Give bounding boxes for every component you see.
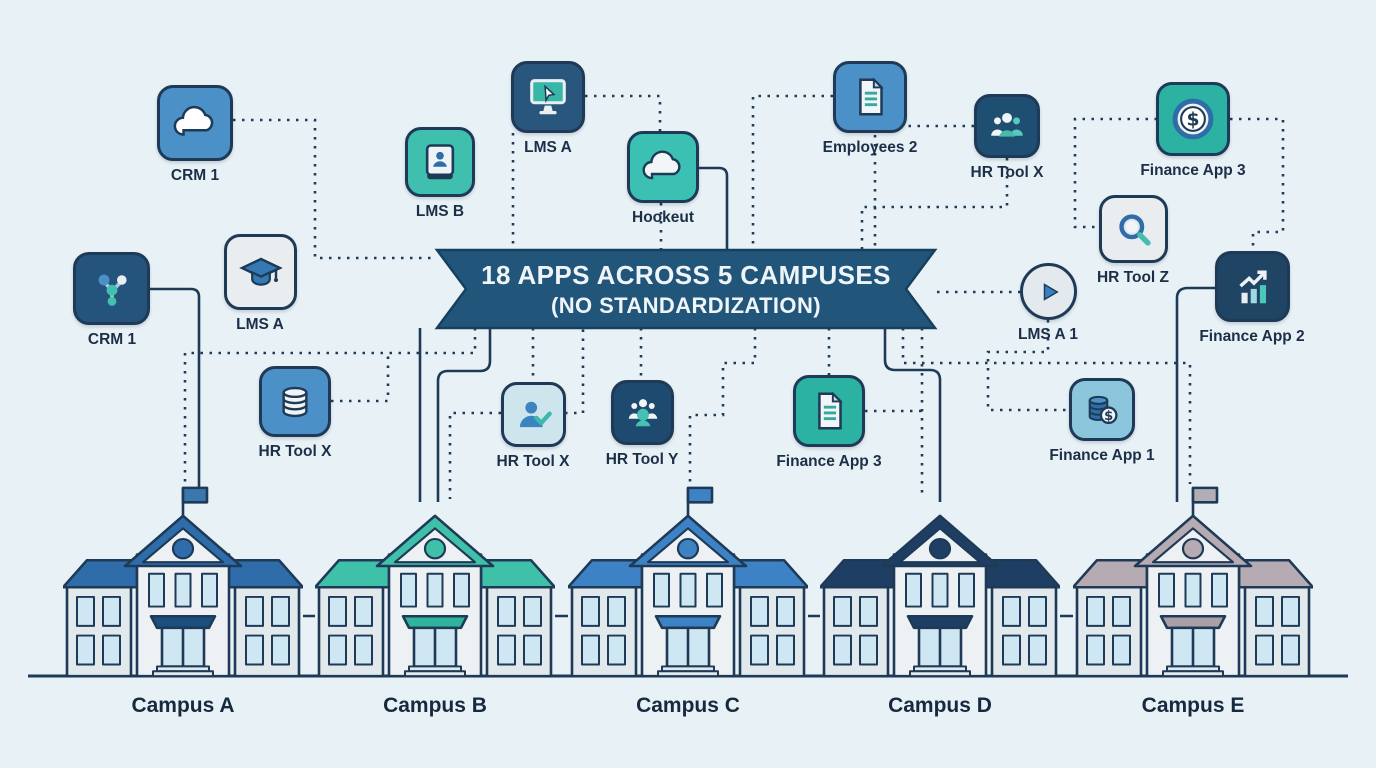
app-lms-b: LMS B — [405, 127, 475, 220]
app-label: HR Tool X — [258, 443, 332, 460]
app-label: HR Tool Z — [1096, 269, 1170, 286]
database-icon — [282, 386, 308, 417]
svg-text:$: $ — [1104, 408, 1113, 423]
campus-d-label: Campus D — [888, 694, 992, 717]
app-label: Finance App 1 — [1049, 447, 1155, 464]
campus-d-building — [820, 514, 1060, 678]
campus-e-label: Campus E — [1141, 694, 1245, 717]
app-crm-1-cloud: CRM 1 — [157, 85, 233, 184]
banner-subtitle: (NO STANDARDIZATION) — [551, 292, 821, 318]
app-lms-a-cap: LMS A — [224, 234, 297, 333]
app-label: LMS B — [415, 203, 465, 220]
monitor-cursor-icon — [530, 79, 566, 115]
app-label: Finance App 3 — [1140, 162, 1246, 179]
cloud-icon — [173, 105, 214, 136]
app-crm-1-network: CRM 1 — [73, 252, 150, 348]
svg-text:$: $ — [1186, 110, 1199, 131]
app-label: CRM 1 — [170, 167, 220, 184]
bars-arrow-icon — [1238, 270, 1267, 303]
app-employees-2: Employees 2 — [823, 61, 917, 156]
campus-e-building — [1073, 486, 1313, 678]
flag-icon — [686, 486, 714, 516]
app-hr-tool-x-people: HR Tool X — [971, 94, 1043, 181]
graduation-cap-icon — [238, 257, 283, 286]
app-finance-app-1: $ Finance App 1 — [1049, 378, 1155, 464]
app-label: LMS A 1 — [1018, 326, 1078, 343]
app-hr-tool-x-person: HR Tool X — [497, 382, 569, 470]
app-hr-tool-z: HR Tool Z — [1097, 195, 1169, 286]
play-icon — [1043, 282, 1059, 301]
app-hookeut: Hookeut — [627, 131, 699, 226]
person-check-icon — [519, 401, 552, 427]
app-lms-a-1: LMS A 1 — [1018, 263, 1078, 343]
network-nodes-icon — [98, 274, 127, 306]
app-label: HR Tool X — [970, 164, 1044, 181]
magnifier-icon — [1118, 214, 1151, 246]
banner: 18 APPS ACROSS 5 CAMPUSES (NO STANDARDIZ… — [437, 252, 935, 326]
campus-c-building — [568, 486, 808, 678]
app-label: CRM 1 — [87, 331, 137, 348]
app-label: HR Tool Y — [605, 451, 679, 468]
app-finance-app-3-coin: $ Finance App 3 — [1140, 82, 1246, 179]
app-label: Finance App 2 — [1199, 328, 1305, 345]
document-lines-icon — [859, 77, 884, 116]
banner-ribbon — [434, 248, 938, 330]
app-label: Hookeut — [632, 209, 694, 226]
banner-title: 18 APPS ACROSS 5 CAMPUSES — [481, 260, 891, 290]
campus-b-building — [315, 514, 555, 678]
contact-book-icon — [425, 144, 455, 180]
campus-b-label: Campus B — [383, 694, 487, 717]
app-label: LMS A — [524, 139, 572, 156]
app-label: Employees 2 — [822, 139, 918, 156]
app-finance-app-3-doc: Finance App 3 — [776, 375, 882, 470]
flag-icon — [181, 486, 209, 516]
campus-a-building — [63, 486, 303, 678]
dollar-coin-icon: $ — [1172, 98, 1214, 140]
app-label: LMS A — [236, 316, 284, 333]
app-label: Finance App 3 — [776, 453, 882, 470]
flag-icon — [1191, 486, 1219, 516]
app-hr-tool-y: HR Tool Y — [606, 380, 678, 468]
people-group-icon — [991, 112, 1023, 137]
people-team-icon — [628, 398, 657, 426]
app-finance-app-2: Finance App 2 — [1199, 251, 1305, 345]
campus-a-label: Campus A — [131, 694, 235, 717]
coins-dollar-icon: $ — [1088, 395, 1118, 424]
campus-c-label: Campus C — [636, 694, 740, 717]
app-hr-tool-x-database: HR Tool X — [259, 366, 331, 460]
app-lms-a-monitor: LMS A — [511, 61, 585, 156]
cloud-icon — [642, 150, 681, 180]
document-lines-icon — [818, 391, 843, 430]
app-label: HR Tool X — [496, 453, 570, 470]
